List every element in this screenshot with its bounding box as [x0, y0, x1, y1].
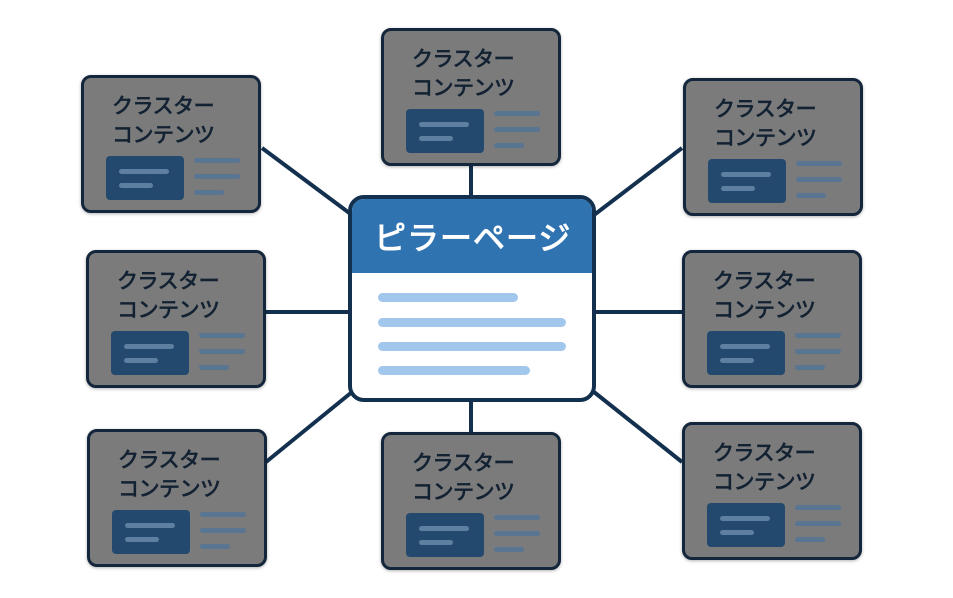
cluster-title: クラスターコンテンツ [714, 95, 817, 153]
cluster-title: クラスターコンテンツ [412, 449, 515, 507]
text-line [795, 365, 825, 370]
cluster-content-card: クラスターコンテンツ [86, 250, 266, 388]
text-line [494, 127, 540, 132]
text-line [796, 193, 826, 198]
image-block [106, 156, 184, 200]
text-line [199, 349, 245, 354]
cluster-content-card: クラスターコンテンツ [682, 250, 862, 388]
cluster-title-line2: コンテンツ [118, 477, 221, 501]
cluster-content-card: クラスターコンテンツ [682, 422, 862, 560]
cluster-title-line2: コンテンツ [713, 470, 816, 494]
text-line [494, 515, 540, 520]
connector-top-left [260, 146, 354, 217]
text-line [200, 544, 230, 549]
cluster-content-card: クラスターコンテンツ [81, 75, 261, 213]
text-line [494, 111, 540, 116]
image-block [111, 331, 189, 375]
cluster-title-line1: クラスター [412, 451, 515, 475]
cluster-title-line2: コンテンツ [714, 126, 817, 150]
cluster-title-line2: コンテンツ [412, 480, 515, 504]
cluster-title-line2: コンテンツ [112, 123, 215, 147]
text-line [200, 512, 246, 517]
cluster-content-card: クラスターコンテンツ [381, 28, 561, 166]
content-line [378, 318, 566, 327]
text-line [796, 177, 842, 182]
text-line [795, 333, 841, 338]
text-line [494, 143, 524, 148]
text-line [199, 365, 229, 370]
pillar-page-card: ピラーページ [348, 195, 596, 402]
cluster-title: クラスターコンテンツ [117, 267, 220, 325]
cluster-title-line2: コンテンツ [713, 298, 816, 322]
text-line [194, 190, 224, 195]
text-line [795, 521, 841, 526]
content-line [378, 293, 518, 302]
text-line [194, 174, 240, 179]
pillar-title: ピラーページ [352, 199, 592, 273]
cluster-title-line1: クラスター [713, 269, 816, 293]
cluster-title: クラスターコンテンツ [713, 267, 816, 325]
image-block [112, 510, 190, 554]
cluster-content-card: クラスターコンテンツ [683, 78, 863, 216]
text-line [200, 528, 246, 533]
cluster-content-card: クラスターコンテンツ [381, 432, 561, 570]
cluster-title-line1: クラスター [713, 441, 816, 465]
cluster-title-line1: クラスター [112, 94, 215, 118]
text-line [796, 161, 842, 166]
cluster-title: クラスターコンテンツ [118, 446, 221, 504]
image-block [708, 159, 786, 203]
image-block [406, 109, 484, 153]
cluster-title: クラスターコンテンツ [713, 439, 816, 497]
cluster-title-line2: コンテンツ [412, 76, 515, 100]
text-line [199, 333, 245, 338]
cluster-title-line1: クラスター [714, 97, 817, 121]
image-block [707, 503, 785, 547]
text-line [795, 537, 825, 542]
cluster-title-line2: コンテンツ [117, 298, 220, 322]
text-line [194, 158, 240, 163]
cluster-title-line1: クラスター [412, 47, 515, 71]
cluster-title-line1: クラスター [117, 269, 220, 293]
image-block [707, 331, 785, 375]
content-line [378, 366, 530, 375]
image-block [406, 513, 484, 557]
cluster-title-line1: クラスター [118, 448, 221, 472]
text-line [494, 547, 524, 552]
connector-bottom-left [264, 390, 354, 464]
cluster-title: クラスターコンテンツ [412, 45, 515, 103]
text-line [795, 505, 841, 510]
text-line [494, 531, 540, 536]
text-line [795, 349, 841, 354]
connector-top-right [592, 146, 684, 217]
content-line [378, 342, 566, 351]
cluster-title: クラスターコンテンツ [112, 92, 215, 150]
connector-bottom-right [592, 390, 684, 464]
cluster-content-card: クラスターコンテンツ [87, 429, 267, 567]
